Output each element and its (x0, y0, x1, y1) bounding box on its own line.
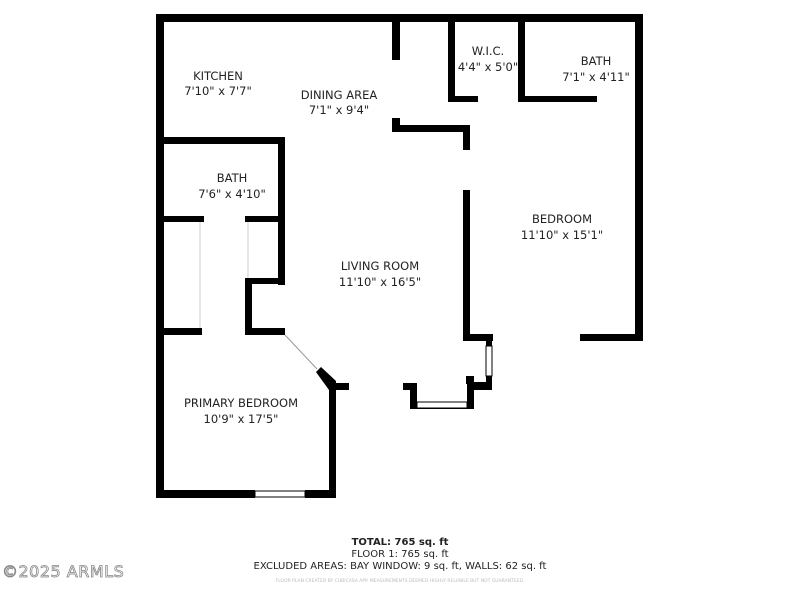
room-size-kitchen: 7'10" x 7'7" (184, 84, 252, 98)
area-summary: TOTAL: 765 sq. ft FLOOR 1: 765 sq. ft EX… (0, 537, 800, 573)
room-name-wic: W.I.C. (472, 44, 504, 58)
room-name-bath-2: BATH (581, 54, 612, 68)
room-size-living: 11'10" x 16'5" (339, 275, 421, 289)
room-labels: KITCHEN 7'10" x 7'7" DINING AREA 7'1" x … (184, 44, 630, 426)
room-size-primary-bedroom: 10'9" x 17'5" (204, 412, 279, 426)
total-area: TOTAL: 765 sq. ft (351, 537, 449, 548)
room-name-bedroom: BEDROOM (532, 212, 592, 226)
room-size-bedroom: 11'10" x 15'1" (521, 228, 603, 242)
excluded-areas: EXCLUDED AREAS: BAY WINDOW: 9 sq. ft, WA… (253, 561, 547, 572)
room-name-dining: DINING AREA (301, 88, 378, 102)
room-name-bath-1: BATH (217, 171, 248, 185)
room-name-living: LIVING ROOM (341, 259, 419, 273)
room-size-bath-1: 7'6" x 4'10" (198, 187, 266, 201)
room-size-wic: 4'4" x 5'0" (458, 60, 518, 74)
room-size-dining: 7'1" x 9'4" (309, 103, 369, 117)
windows (199, 222, 493, 498)
room-name-kitchen: KITCHEN (193, 69, 243, 83)
room-size-bath-2: 7'1" x 4'11" (562, 70, 630, 84)
room-name-primary-bedroom: PRIMARY BEDROOM (184, 396, 298, 410)
floor-area: FLOOR 1: 765 sq. ft (351, 549, 449, 560)
watermark: ©2025 ARMLS (2, 562, 125, 582)
walls (156, 14, 643, 498)
credit-text: FLOOR PLAN CREATED BY CUBICASA APP. MEAS… (275, 579, 525, 584)
